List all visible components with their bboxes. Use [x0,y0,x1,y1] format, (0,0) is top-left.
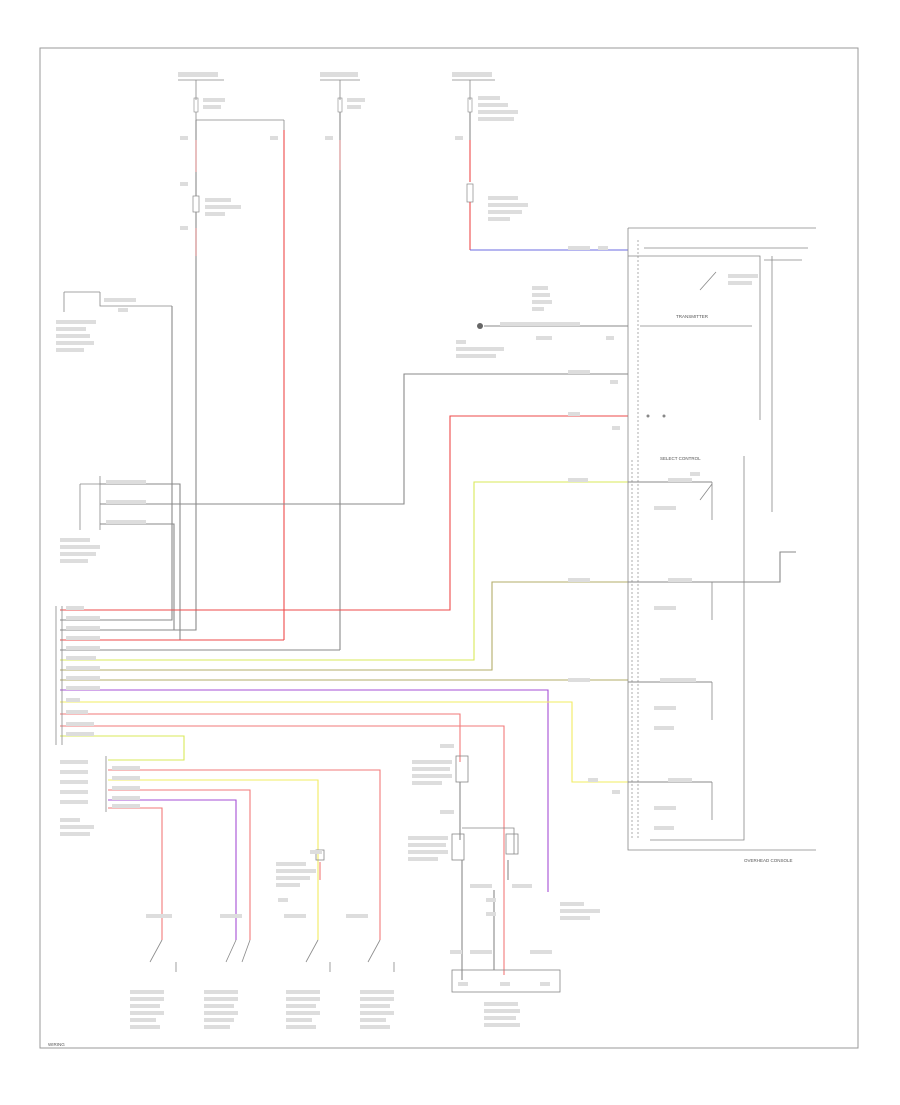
ground-block-mid [60,373,628,640]
junction-connectors-top [180,112,528,230]
fuse-tap-1 [178,72,225,113]
junction-block-mid [276,849,325,902]
diagram-frame [39,47,859,1049]
transmitter-module: TRANSMITTER [640,314,752,327]
select-control-label: SELECT CONTROL [660,456,701,461]
relay-block-lower [408,744,600,1027]
switch-3 [284,914,331,1029]
page-reference: WIRING [48,1042,65,1047]
switch-harness [60,756,381,940]
fuse-tap-3 [452,72,518,121]
fuse-feed-wires [60,112,628,650]
right-wire-labels [568,246,666,794]
switch-2 [204,914,251,1029]
overhead-console-label: OVERHEAD CONSOLE [744,858,793,863]
overhead-console-enclosure [627,227,816,851]
switch-1 [130,914,177,1029]
harness-main [60,415,628,900]
harness-connector-pins [55,606,63,745]
switch-4 [346,914,395,1029]
ground-splice-center [456,286,628,358]
select-control-module: SELECT CONTROL [628,456,796,841]
ground-block-left [56,291,173,621]
fuse-tap-2 [320,72,365,113]
transmitter-label: TRANSMITTER [676,314,709,319]
